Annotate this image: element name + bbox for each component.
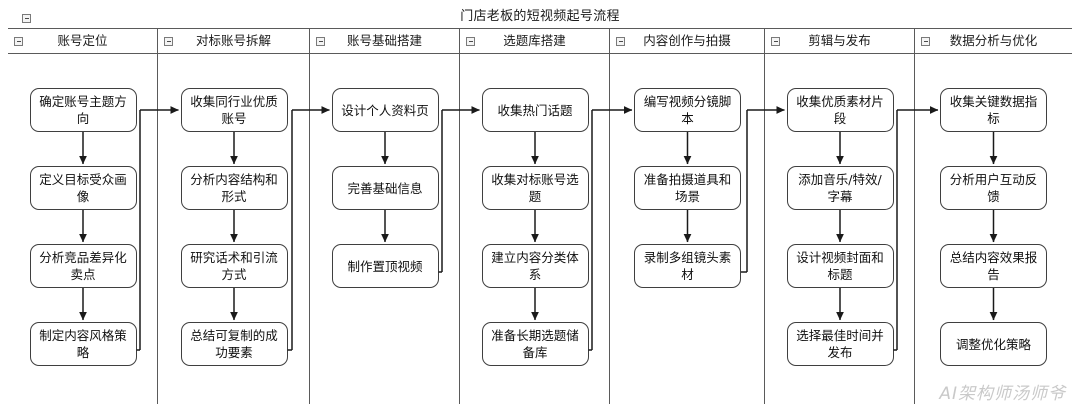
process-node[interactable]: 定义目标受众画像 xyxy=(29,166,137,210)
process-node[interactable]: 收集热门话题 xyxy=(481,88,589,132)
swimlane-header-4[interactable]: 选题库搭建 xyxy=(460,29,609,54)
process-node-label: 设计个人资料页 xyxy=(341,102,429,118)
process-node-label: 分析竞品差异化卖点 xyxy=(39,250,127,282)
process-node[interactable]: 准备拍摄道具和场景 xyxy=(634,166,741,210)
process-node-label: 收集对标账号选题 xyxy=(491,172,579,204)
swimlane-header-3[interactable]: 账号基础搭建 xyxy=(310,29,459,54)
process-node-label: 选择最佳时间并发布 xyxy=(796,328,884,360)
process-node-label: 添加音乐/特效/字幕 xyxy=(798,172,882,204)
process-node-label: 制定内容风格策略 xyxy=(39,328,127,360)
process-node[interactable]: 总结内容效果报告 xyxy=(940,244,1047,288)
swimlane-title: 账号基础搭建 xyxy=(346,32,422,48)
swimlane-title: 选题库搭建 xyxy=(503,32,566,48)
process-node-label: 收集热门话题 xyxy=(497,102,573,118)
process-node[interactable]: 建立内容分类体系 xyxy=(481,244,589,288)
process-node-label: 总结可复制的成功要素 xyxy=(190,328,278,360)
process-node-label: 建立内容分类体系 xyxy=(491,250,579,282)
swimlane-title: 数据分析与优化 xyxy=(949,32,1038,48)
process-node-label: 分析内容结构和形式 xyxy=(190,172,278,204)
process-node[interactable]: 总结可复制的成功要素 xyxy=(180,322,288,366)
diagram-title: 门店老板的短视频起号流程 xyxy=(460,8,620,24)
process-node[interactable]: 录制多组镜头素材 xyxy=(634,244,741,288)
process-node-label: 编写视频分镜脚本 xyxy=(643,94,732,126)
process-node-label: 完善基础信息 xyxy=(347,180,423,196)
process-node[interactable]: 分析用户互动反馈 xyxy=(940,166,1047,210)
swimlane-3[interactable]: 账号基础搭建 xyxy=(310,29,460,404)
process-node[interactable]: 收集同行业优质账号 xyxy=(180,88,288,132)
minus-collapse-icon[interactable] xyxy=(164,37,173,46)
minus-collapse-icon[interactable] xyxy=(771,37,780,46)
diagram-title-bar: 门店老板的短视频起号流程 xyxy=(8,4,1072,29)
process-node[interactable]: 添加音乐/特效/字幕 xyxy=(786,166,894,210)
process-node[interactable]: 设计个人资料页 xyxy=(331,88,439,132)
process-node-label: 收集关键数据指标 xyxy=(949,94,1038,126)
process-node-label: 定义目标受众画像 xyxy=(39,172,127,204)
minus-collapse-icon[interactable] xyxy=(14,37,23,46)
process-node-label: 分析用户互动反馈 xyxy=(949,172,1038,204)
process-node[interactable]: 收集关键数据指标 xyxy=(940,88,1047,132)
process-node[interactable]: 分析竞品差异化卖点 xyxy=(29,244,137,288)
swimlane-header-7[interactable]: 数据分析与优化 xyxy=(915,29,1072,54)
process-node[interactable]: 制作置顶视频 xyxy=(331,244,439,288)
process-node-label: 确定账号主题方向 xyxy=(39,94,127,126)
swimlane-5[interactable]: 内容创作与拍摄 xyxy=(610,29,765,404)
process-node[interactable]: 制定内容风格策略 xyxy=(29,322,137,366)
swimlane-title: 对标账号拆解 xyxy=(195,32,271,48)
swimlane-title: 内容创作与拍摄 xyxy=(643,32,731,48)
swimlane-title: 剪辑与发布 xyxy=(808,32,871,48)
minus-collapse-icon[interactable] xyxy=(921,37,930,46)
process-node-label: 设计视频封面和标题 xyxy=(796,250,884,282)
process-node[interactable]: 选择最佳时间并发布 xyxy=(786,322,894,366)
process-node-label: 准备长期选题储备库 xyxy=(491,328,579,360)
process-node[interactable]: 调整优化策略 xyxy=(940,322,1047,366)
process-node-label: 录制多组镜头素材 xyxy=(643,250,732,282)
swimlane-header-6[interactable]: 剪辑与发布 xyxy=(765,29,914,54)
process-node-label: 准备拍摄道具和场景 xyxy=(643,172,732,204)
swimlane-title: 账号定位 xyxy=(57,32,108,48)
watermark-text: AI架构师汤师爷 xyxy=(939,384,1066,404)
process-node[interactable]: 准备长期选题储备库 xyxy=(481,322,589,366)
swimlane-header-2[interactable]: 对标账号拆解 xyxy=(158,29,309,54)
process-node[interactable]: 设计视频封面和标题 xyxy=(786,244,894,288)
minus-collapse-icon[interactable] xyxy=(22,14,31,23)
process-node[interactable]: 编写视频分镜脚本 xyxy=(634,88,741,132)
process-node[interactable]: 完善基础信息 xyxy=(331,166,439,210)
process-node-label: 收集优质素材片段 xyxy=(796,94,884,126)
process-node-label: 收集同行业优质账号 xyxy=(190,94,278,126)
process-node[interactable]: 分析内容结构和形式 xyxy=(180,166,288,210)
process-node-label: 制作置顶视频 xyxy=(347,258,423,274)
process-node-label: 研究话术和引流方式 xyxy=(190,250,278,282)
swimlane-header-1[interactable]: 账号定位 xyxy=(8,29,157,54)
process-node-label: 总结内容效果报告 xyxy=(949,250,1038,282)
minus-collapse-icon[interactable] xyxy=(466,37,475,46)
swimlane-header-5[interactable]: 内容创作与拍摄 xyxy=(610,29,764,54)
minus-collapse-icon[interactable] xyxy=(316,37,325,46)
process-node[interactable]: 研究话术和引流方式 xyxy=(180,244,288,288)
process-node[interactable]: 确定账号主题方向 xyxy=(29,88,137,132)
process-node[interactable]: 收集优质素材片段 xyxy=(786,88,894,132)
process-node-label: 调整优化策略 xyxy=(955,336,1031,352)
process-node[interactable]: 收集对标账号选题 xyxy=(481,166,589,210)
minus-collapse-icon[interactable] xyxy=(616,37,625,46)
